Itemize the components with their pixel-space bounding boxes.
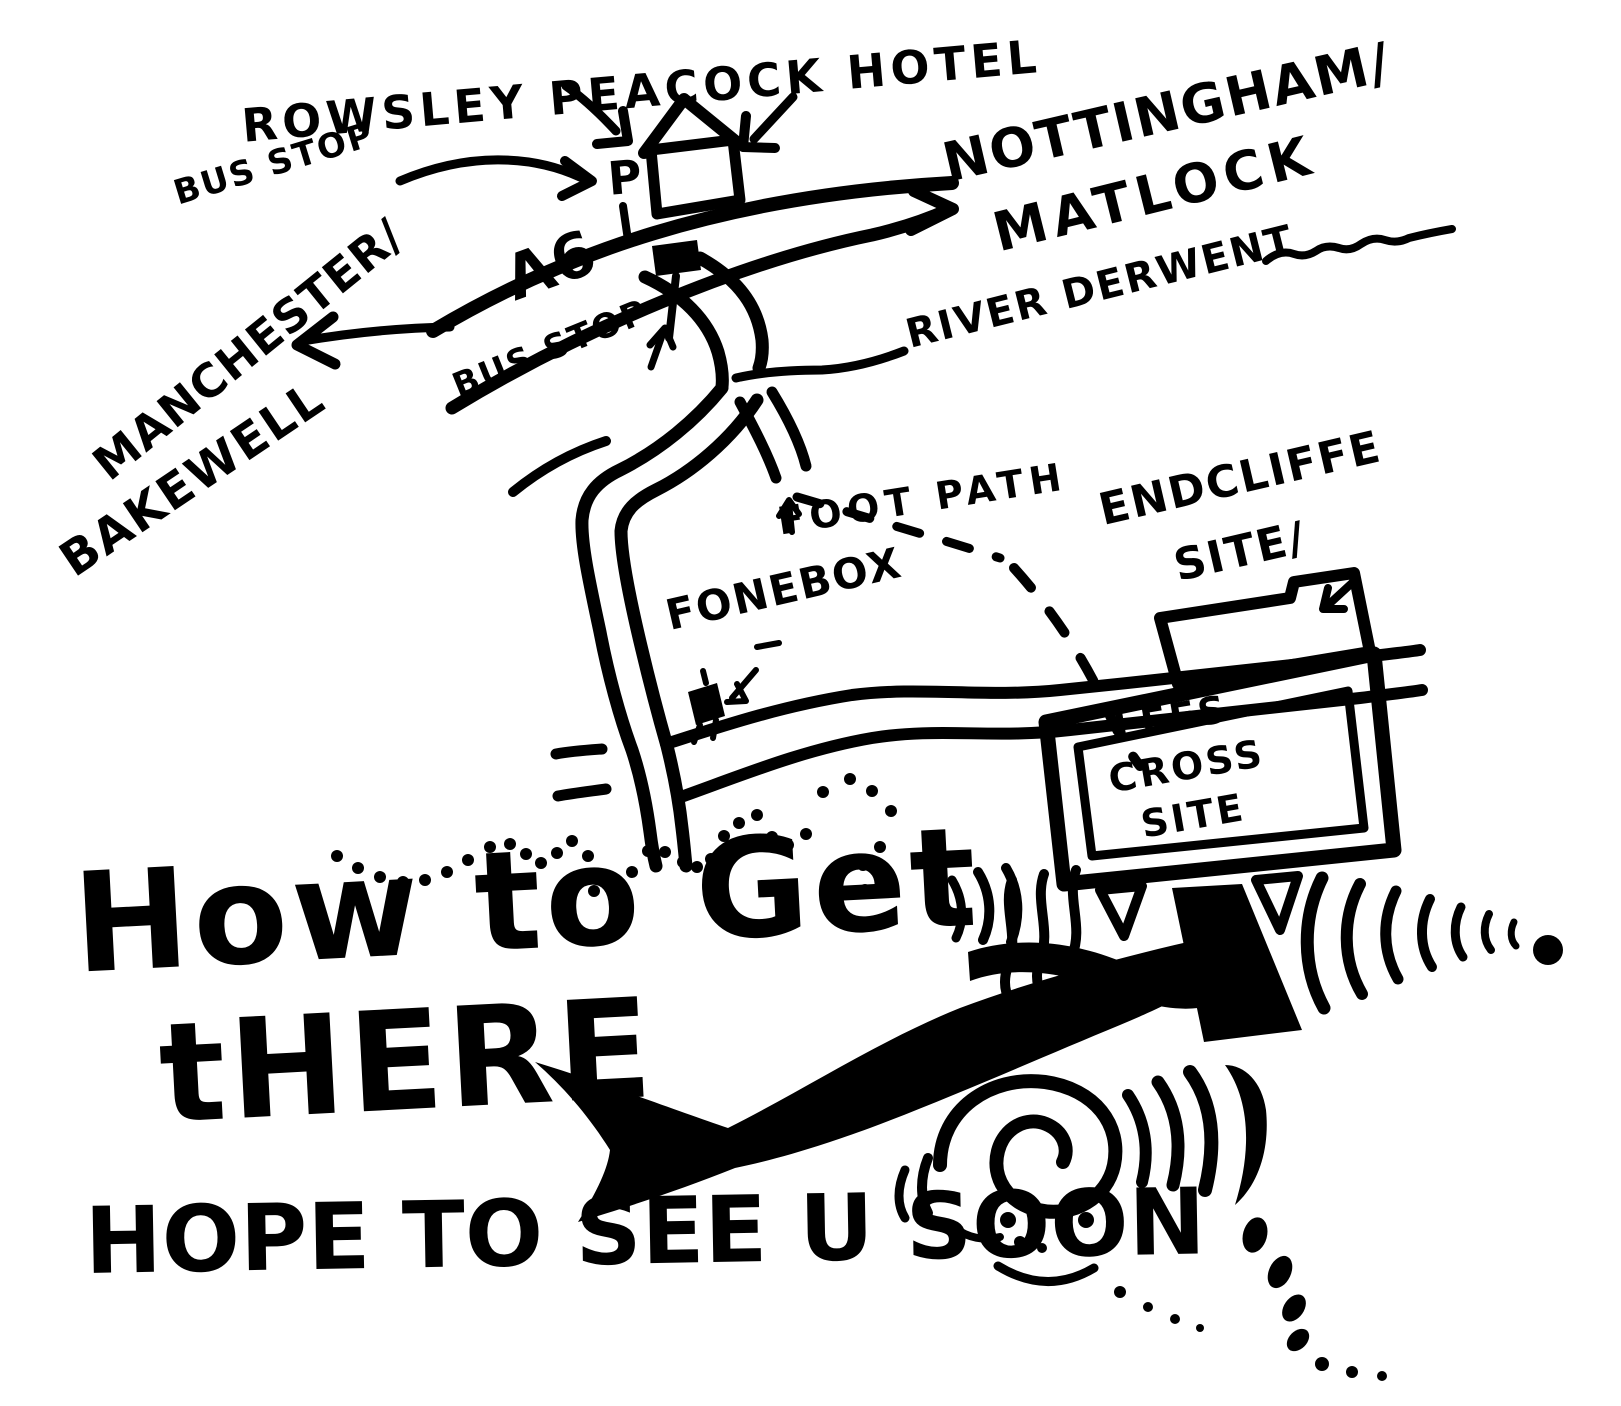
bus-stop-flag2-icon	[646, 240, 701, 371]
nottingham-arrow-icon	[905, 185, 959, 236]
page-title-line2: tHERE	[155, 968, 660, 1155]
hotel-arrow-right-icon	[738, 92, 798, 153]
bus-flag-letter: P	[605, 149, 644, 206]
lees-cross-sign-text: LEES CROSS SITE	[1096, 679, 1277, 854]
smiley-face-doodle	[993, 1212, 1204, 1332]
closing-message: HOPE TO SEE U SOON	[83, 1168, 1207, 1295]
dotted-trail	[331, 773, 897, 897]
footpath-dashed-line	[776, 492, 1145, 771]
bus-stop-swoosh-arrow-icon	[395, 155, 597, 201]
wave-swirl-doodle	[535, 863, 1267, 1253]
bus-stop-flag-icon	[619, 202, 632, 244]
crescent-arcs	[1300, 871, 1563, 1015]
footprint-trail	[1242, 1217, 1387, 1381]
house-icon	[638, 93, 746, 220]
phone-box-icon	[688, 640, 782, 745]
endcliffe-site-box	[1154, 567, 1376, 690]
river-line	[731, 225, 1456, 383]
hotel-arrow-left-icon	[561, 81, 633, 149]
manchester-arrow-icon	[291, 311, 455, 370]
